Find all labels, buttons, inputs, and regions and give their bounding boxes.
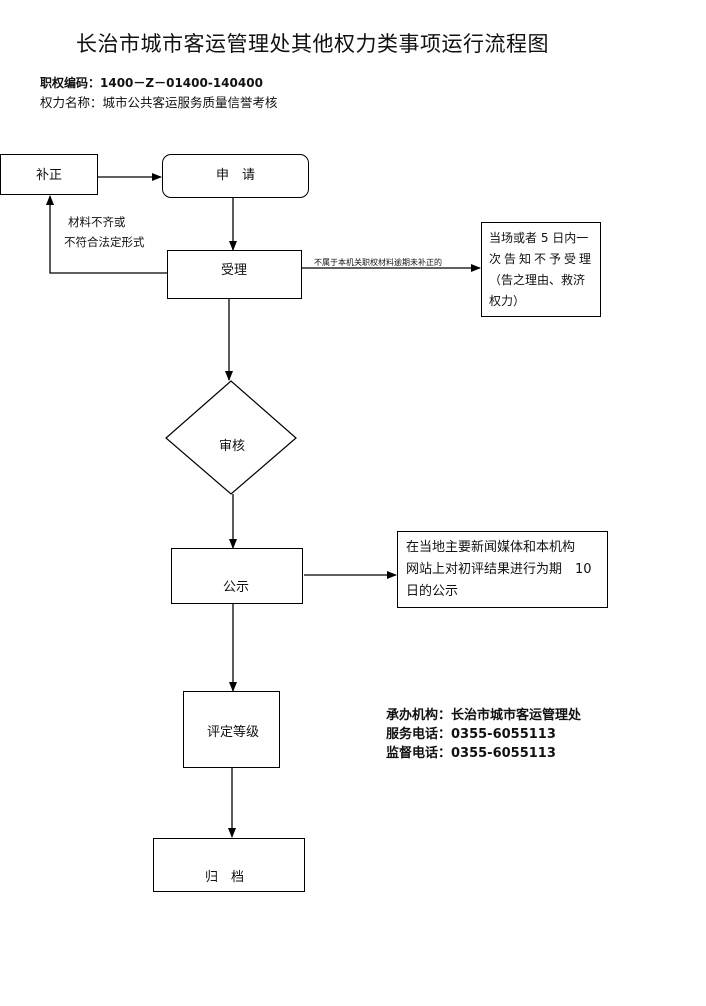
node-notice-line4: 权力） (489, 294, 526, 308)
node-gongshi (171, 548, 303, 604)
node-publish (397, 531, 608, 608)
contact-service-phone: 服务电话：0355-6055113 (386, 727, 556, 742)
edge-label-reject: 不属于本机关职权材料逾期未补正的 (314, 258, 442, 267)
node-guidang (153, 838, 305, 892)
node-buzheng-label: 补正 (36, 168, 63, 183)
node-notice (481, 222, 601, 317)
diamond-shenhe-shape (165, 380, 297, 495)
node-publish-line2: 网站上对初评结果进行为期 10 (406, 562, 592, 577)
contact-block: 承办机构：长治市城市客运管理处 服务电话：0355-6055113 监督电话：0… (386, 706, 581, 763)
authority-code: 职权编码：1400－Z－01400-140400 (40, 76, 263, 90)
node-pingding-label: 评定等级 (207, 725, 260, 740)
node-buzheng (0, 154, 98, 195)
node-shenqing (162, 154, 309, 198)
node-shouli-label: 受理 (221, 263, 248, 278)
node-pingding (183, 691, 280, 768)
arrow-shouli-to-buzheng (46, 195, 167, 274)
edge-label-incomplete-2: 不符合法定形式 (64, 235, 145, 249)
node-guidang-label: 归 档 (205, 870, 245, 885)
node-notice-line1: 当场或者 5 日内一 (489, 231, 589, 245)
node-publish-line1: 在当地主要新闻媒体和本机构 (406, 540, 576, 555)
node-notice-line2: 次告知不予受理 (489, 252, 595, 266)
node-shenqing-label: 申 请 (216, 168, 256, 183)
edge-label-incomplete-1: 材料不齐或 (68, 215, 126, 229)
page-title: 长治市城市客运管理处其他权力类事项运行流程图 (76, 32, 549, 56)
authority-name: 权力名称：城市公共客运服务质量信誉考核 (40, 95, 278, 110)
node-notice-line3: （告之理由、救济 (489, 273, 586, 287)
contact-supervision-phone: 监督电话：0355-6055113 (386, 746, 556, 761)
contact-agency: 承办机构：长治市城市客运管理处 (386, 708, 582, 723)
node-shouli (167, 250, 302, 299)
node-shenhe-label: 审核 (219, 439, 246, 454)
node-publish-line3: 日的公示 (406, 584, 459, 599)
node-gongshi-label: 公示 (223, 580, 250, 595)
